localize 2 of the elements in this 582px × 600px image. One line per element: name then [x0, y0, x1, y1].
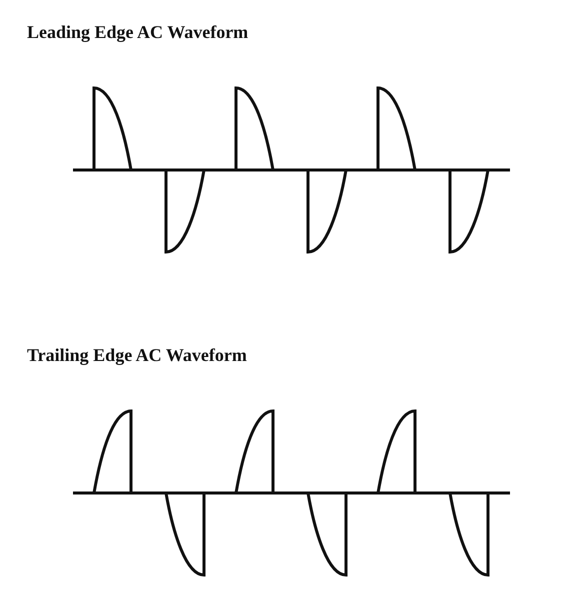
heading: Leading Edge AC Waveform [27, 22, 248, 43]
heading: Trailing Edge AC Waveform [27, 345, 247, 366]
